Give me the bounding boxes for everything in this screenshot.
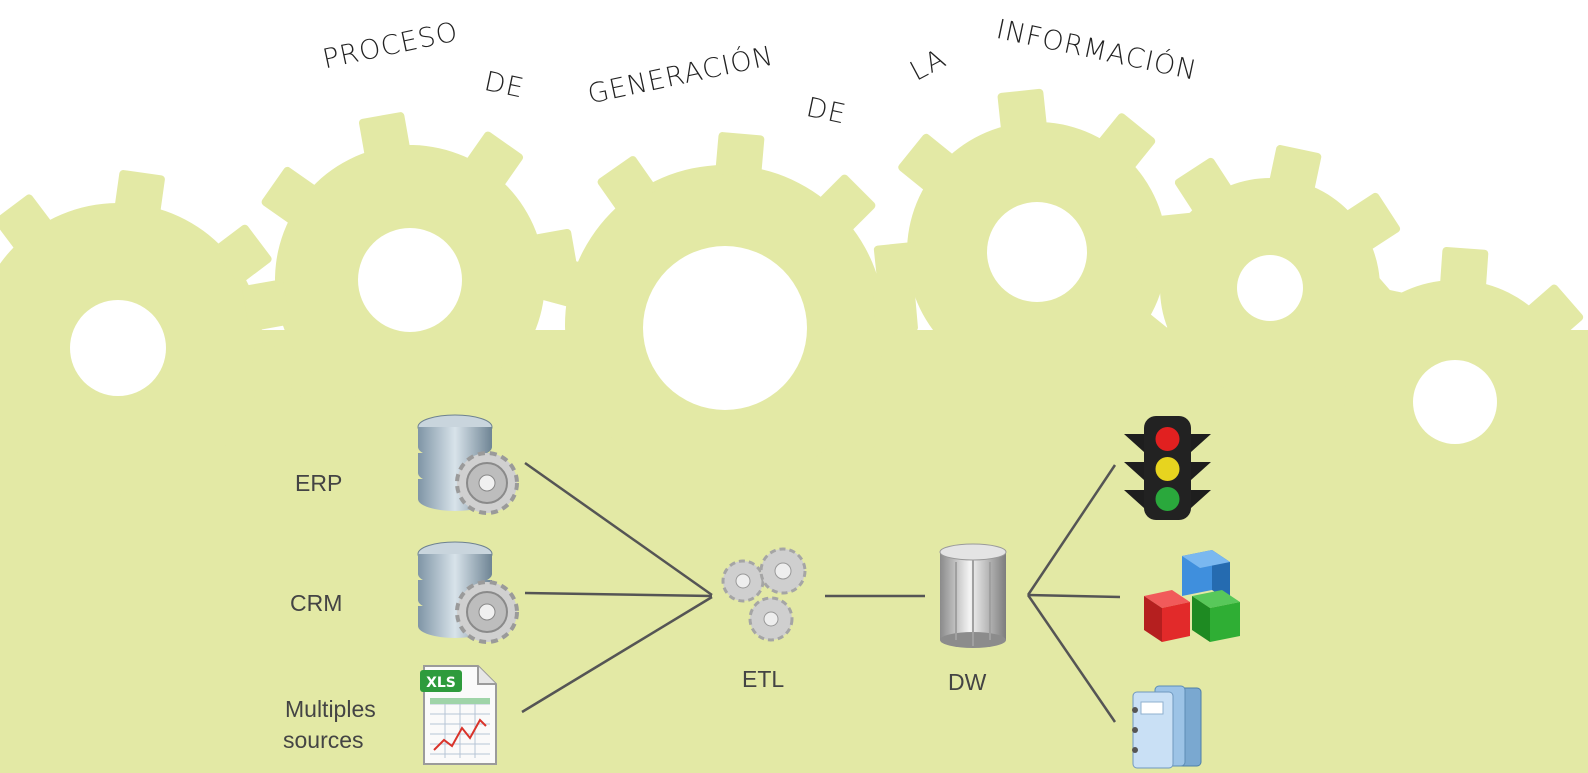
gear-tooth	[1269, 145, 1322, 195]
gear-tooth	[213, 224, 272, 284]
svg-text:XLS: XLS	[426, 675, 456, 691]
label-dw: DW	[948, 669, 987, 695]
label-crm: CRM	[290, 590, 343, 616]
gear-tooth	[296, 370, 356, 429]
database-gear-icon	[417, 414, 519, 515]
gear-tooth	[500, 334, 559, 394]
gear-tooth	[816, 174, 876, 234]
gear-tooth	[715, 132, 765, 178]
gears-icon	[721, 547, 807, 642]
report-binders-icon	[1132, 685, 1202, 769]
gear-tooth	[358, 112, 411, 161]
gear-tooth	[0, 412, 23, 472]
gear-tooth	[1421, 508, 1471, 553]
traffic-light-icon	[1124, 416, 1211, 520]
connector-dw-out3	[1026, 594, 1117, 723]
gear-tooth	[1563, 384, 1588, 434]
gear-tooth	[1439, 247, 1489, 292]
olap-cubes-icon	[1144, 550, 1240, 642]
connector-dw-out1	[1026, 464, 1117, 596]
gear-tooth	[918, 332, 978, 391]
gear-tooth	[1302, 366, 1347, 416]
database-gear-icon	[417, 541, 519, 644]
label-sources: sources	[283, 727, 364, 753]
gear-tooth	[1342, 192, 1401, 252]
xls-spreadsheet-icon: XLS	[420, 665, 497, 765]
connector-erp-etl	[524, 461, 713, 597]
gear-tooth	[1027, 369, 1077, 416]
label-erp: ERP	[295, 470, 343, 496]
gear-tooth	[1139, 324, 1198, 384]
label-multiples: Multiples	[285, 696, 376, 722]
gear-tooth	[242, 279, 291, 332]
gear-tooth	[542, 368, 598, 426]
gear-tooth	[742, 464, 797, 516]
connector-crm-etl	[524, 591, 713, 598]
gear-tooth	[597, 156, 657, 214]
gear-tooth	[873, 242, 920, 292]
gear-tooth	[182, 443, 242, 502]
connector-dw-out2	[1027, 593, 1121, 599]
gear-tooth	[1339, 271, 1399, 331]
gear-tooth	[71, 479, 122, 526]
gear-tooth	[261, 166, 320, 226]
gear-tooth	[898, 133, 957, 193]
gear-tooth	[1096, 113, 1156, 172]
gear-tooth	[464, 131, 524, 190]
gear-tooth	[1524, 284, 1584, 344]
gear-tooth	[1218, 381, 1271, 431]
gear-tooth	[1511, 469, 1571, 529]
label-etl: ETL	[742, 666, 785, 692]
gear-tooth	[1174, 157, 1234, 216]
gear-tooth	[0, 194, 54, 253]
gear-tooth	[624, 452, 682, 508]
connector-multi-etl	[521, 595, 713, 714]
data-warehouse-cylinder-icon	[939, 543, 1007, 648]
gear-tooth	[836, 393, 894, 453]
gear-tooth	[1127, 236, 1177, 289]
gear-tooth	[249, 344, 296, 395]
gear-tooth	[997, 88, 1047, 135]
gear-tooth	[872, 285, 918, 335]
gear-tooth	[534, 253, 586, 308]
gear-tooth	[1326, 456, 1386, 516]
gear-tooth	[114, 170, 165, 217]
